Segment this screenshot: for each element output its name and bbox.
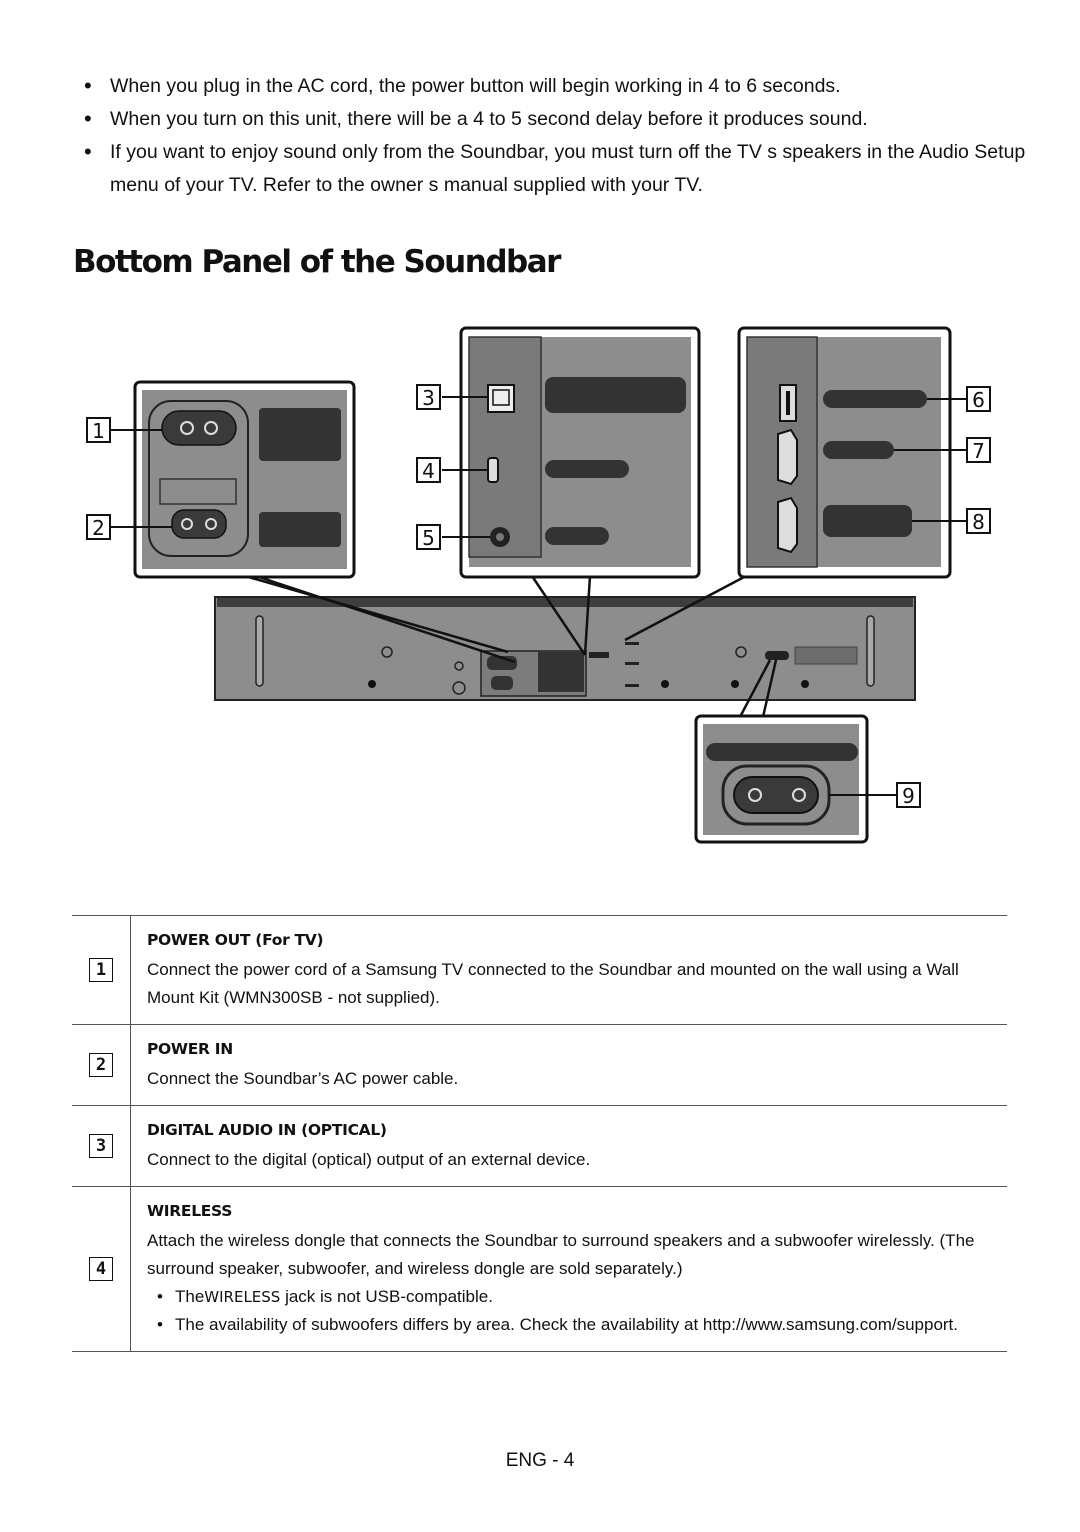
svg-text:3: 3 (422, 386, 435, 410)
power-detail-box (133, 380, 356, 579)
item-description: Connect the power cord of a Samsung TV c… (147, 960, 959, 1007)
label-5: 5 (416, 524, 441, 550)
note-item: When you turn on this unit, there will b… (84, 102, 1044, 136)
svg-text:9: 9 (902, 784, 915, 808)
item-number-badge: 2 (89, 1053, 113, 1077)
label-4: 4 (416, 457, 441, 483)
item-heading: DIGITAL AUDIO IN (OPTICAL) (147, 1121, 387, 1139)
table-row: 1 POWER OUT (For TV) Connect the power c… (72, 915, 1007, 1025)
label-9: 9 (896, 782, 921, 808)
soundbar-body (214, 596, 916, 701)
note-item: If you want to enjoy sound only from the… (84, 135, 1044, 202)
connector-description-table: 1 POWER OUT (For TV) Connect the power c… (72, 915, 1007, 1352)
label-7: 7 (966, 437, 991, 463)
note-item: When you plug in the AC cord, the power … (84, 69, 1044, 103)
svg-text:5: 5 (422, 526, 435, 550)
item-heading: POWER IN (147, 1040, 233, 1058)
page-number: ENG - 4 (505, 1450, 575, 1471)
item-description: Connect to the digital (optical) output … (147, 1150, 591, 1169)
notes-list: When you plug in the AC cord, the power … (84, 69, 1044, 202)
label-leaders (111, 396, 966, 796)
svg-text:2: 2 (92, 516, 105, 540)
label-8: 8 (966, 508, 991, 534)
item-number-badge: 3 (89, 1134, 113, 1158)
svg-text:6: 6 (972, 388, 985, 412)
svg-text:4: 4 (422, 459, 435, 483)
power-out-detail-box (694, 714, 869, 844)
item-description: Connect the Soundbar’s AC power cable. (147, 1069, 459, 1088)
table-row: 3 DIGITAL AUDIO IN (OPTICAL) Connect to … (72, 1105, 1007, 1187)
hdmi-detail-box (737, 326, 952, 579)
table-row: 4 WIRELESS Attach the wireless dongle th… (72, 1186, 1007, 1352)
item-heading: POWER OUT (For TV) (147, 931, 324, 949)
item-heading: WIRELESS (147, 1202, 233, 1220)
label-3: 3 (416, 384, 441, 410)
label-2: 2 (86, 514, 111, 540)
svg-text:8: 8 (972, 510, 985, 534)
table-row: 2 POWER IN Connect the Soundbar’s AC pow… (72, 1024, 1007, 1106)
item-notes: TheWIRELESS jack is not USB-compatible. … (147, 1283, 1007, 1339)
item-note: The availability of subwoofers differs b… (147, 1311, 1007, 1339)
item-number-badge: 4 (89, 1257, 113, 1281)
label-6: 6 (966, 386, 991, 412)
svg-text:1: 1 (92, 419, 105, 443)
bottom-panel-diagram: 1 2 3 4 5 6 7 8 (86, 326, 991, 844)
callout-lines (244, 574, 778, 718)
section-title: Bottom Panel of the Soundbar (73, 244, 561, 280)
item-note: TheWIRELESS jack is not USB-compatible. (147, 1283, 1007, 1311)
diagram-number-labels: 1 2 3 4 5 6 7 8 (86, 384, 991, 808)
wireless-keyword: WIRELESS (204, 1288, 281, 1306)
inputs-detail-box (459, 326, 701, 579)
item-description: Attach the wireless dongle that connects… (147, 1231, 975, 1278)
svg-text:7: 7 (972, 439, 985, 463)
item-number-badge: 1 (89, 958, 113, 982)
label-1: 1 (86, 417, 111, 443)
